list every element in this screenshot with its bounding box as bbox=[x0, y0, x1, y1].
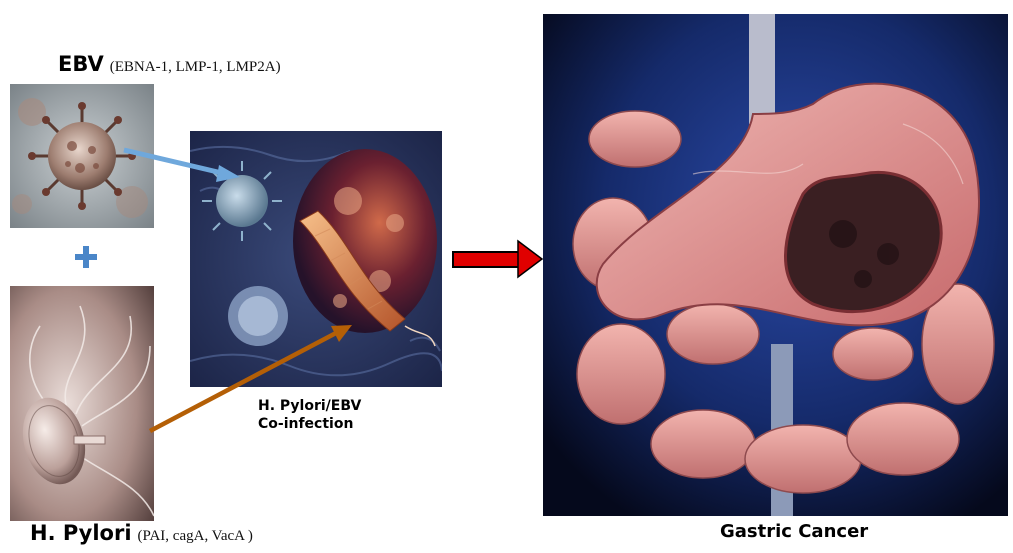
gastric-cancer-image bbox=[543, 14, 1008, 516]
h-pylori-title: H. Pylori (PAI, cagA, VacA ) bbox=[30, 521, 253, 545]
h-pylori-proteins: (PAI, cagA, VacA ) bbox=[138, 528, 253, 544]
coinfection-caption: H. Pylori/EBV Co-infection bbox=[258, 397, 361, 433]
h-pylori-bacterium-image bbox=[10, 286, 154, 521]
coinfection-caption-line1: H. Pylori/EBV bbox=[258, 397, 361, 415]
coinfection-image bbox=[190, 131, 442, 387]
h-pylori-name: H. Pylori bbox=[30, 521, 132, 545]
plus-icon bbox=[74, 245, 98, 269]
ebv-title: EBV (EBNA-1, LMP-1, LMP2A) bbox=[58, 52, 281, 76]
coinfection-to-cancer-arrow bbox=[452, 241, 542, 277]
ebv-proteins: (EBNA-1, LMP-1, LMP2A) bbox=[110, 59, 281, 75]
ebv-virus-image bbox=[10, 84, 154, 228]
coinfection-caption-line2: Co-infection bbox=[258, 415, 361, 433]
gastric-cancer-caption: Gastric Cancer bbox=[720, 521, 868, 542]
ebv-name: EBV bbox=[58, 52, 104, 76]
